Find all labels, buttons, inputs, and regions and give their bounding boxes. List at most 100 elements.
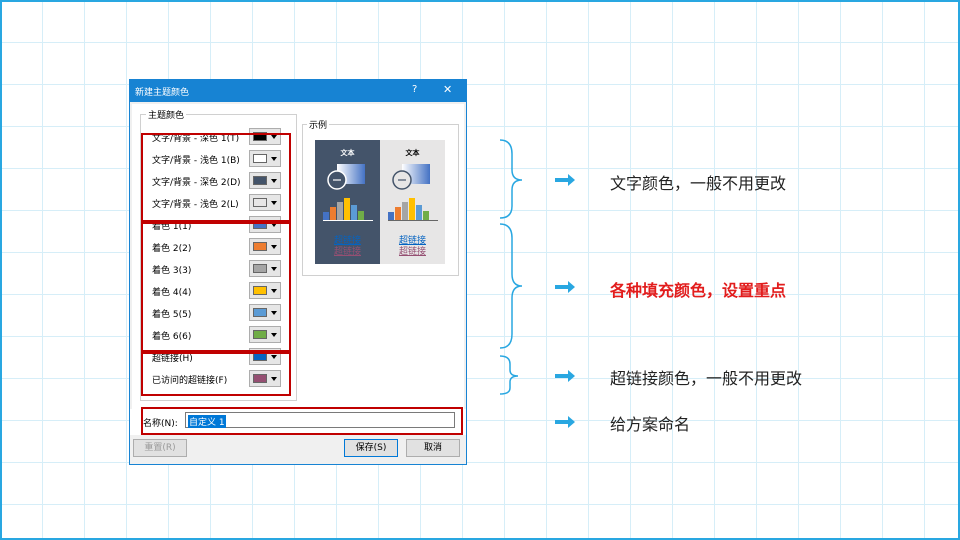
color-picker-button[interactable] [249,238,281,255]
preview-dark-visited-link: 超链接 [333,247,361,257]
name-input-value: 自定义 1 [188,415,226,428]
color-swatch [253,242,267,251]
color-picker-button[interactable] [249,194,281,211]
dropdown-arrow-icon [271,179,277,183]
name-input[interactable]: 自定义 1 [185,412,455,428]
dialog-titlebar: 新建主题颜色 ? ✕ [130,80,466,102]
chart-bar [416,205,422,220]
preview-legend: 示例 [307,118,330,131]
close-icon[interactable]: ✕ [443,83,453,96]
color-row-label: 着色 2(2) [152,244,192,254]
cancel-button[interactable]: 取消 [406,439,460,457]
arrow-icon [555,416,575,428]
preview-dark-chart [323,198,373,221]
color-swatch [253,132,267,141]
dropdown-arrow-icon [271,311,277,315]
preview-group [302,124,459,276]
chart-bar [358,211,364,220]
chart-bar [395,207,401,220]
color-row-label: 着色 6(6) [152,332,192,342]
new-theme-colors-dialog: 新建主题颜色 ? ✕ 主题颜色 文字/背景 - 深色 1(T)文字/背景 - 浅… [129,79,467,465]
dropdown-arrow-icon [271,355,277,359]
color-row-label: 着色 1(1) [152,222,192,232]
color-row: 文字/背景 - 浅色 1(B) [152,150,282,168]
save-button[interactable]: 保存(S) [344,439,398,457]
chart-bar [323,212,329,220]
chart-bar [388,212,394,220]
annotation-name: 给方案命名 [610,415,691,434]
color-picker-button[interactable] [249,128,281,145]
name-row: 名称(N): 自定义 1 [130,409,466,435]
color-row: 着色 2(2) [152,238,282,256]
brace-icons [499,139,523,395]
color-row-label: 文字/背景 - 深色 1(T) [152,134,240,144]
color-row: 文字/背景 - 深色 1(T) [152,128,282,146]
chart-bar [423,211,429,220]
dropdown-arrow-icon [271,223,277,227]
color-swatch [253,330,267,339]
preview-light-text: 文本 [405,149,420,157]
color-row-label: 文字/背景 - 深色 2(D) [152,178,241,188]
brace-icon [499,139,523,219]
color-picker-button[interactable] [249,260,281,277]
preview-dark-text: 文本 [340,149,355,157]
color-picker-button[interactable] [249,172,281,189]
color-swatch [253,154,267,163]
chart-bar [409,198,415,220]
color-row: 文字/背景 - 深色 2(D) [152,172,282,190]
color-swatch [253,176,267,185]
annotation-accent-colors: 各种填充颜色，设置重点 [610,281,787,300]
color-swatch [253,198,267,207]
color-swatch [253,286,267,295]
preview-light-hyperlink: 超链接 [398,236,426,246]
reset-button[interactable]: 重置(R) [133,439,187,457]
dropdown-arrow-icon [271,157,277,161]
color-row: 着色 5(5) [152,304,282,322]
preview-dark-shapes-icon [327,164,365,190]
preview-light-shapes-icon [392,164,430,190]
color-swatch [253,264,267,273]
preview-dark-hyperlink: 超链接 [333,236,361,246]
color-row-label: 着色 4(4) [152,288,192,298]
color-row-label: 着色 3(3) [152,266,192,276]
color-picker-button[interactable] [249,282,281,299]
chart-bar [337,202,343,220]
theme-colors-group [140,114,297,401]
dialog-title: 新建主题颜色 [135,88,190,98]
color-row: 已访问的超链接(F) [152,370,282,388]
accent-colors-frame [141,222,291,352]
preview-dark: 文本 超链接 超链接 [315,140,380,264]
dropdown-arrow-icon [271,289,277,293]
hyperlink-colors-frame [141,352,291,396]
color-picker-button[interactable] [249,326,281,343]
dropdown-arrow-icon [271,245,277,249]
help-icon[interactable]: ? [412,84,418,95]
dropdown-arrow-icon [271,201,277,205]
chart-bar [330,207,336,220]
name-label: 名称(N): [143,419,178,429]
chart-bar [351,205,357,220]
dropdown-arrow-icon [271,267,277,271]
color-row-label: 超链接(H) [152,354,193,364]
brace-icon [499,223,523,349]
color-picker-button[interactable] [249,370,281,387]
annotation-text-colors: 文字颜色，一般不用更改 [610,174,787,193]
color-row-label: 文字/背景 - 浅色 1(B) [152,156,240,166]
dialog-content: 主题颜色 文字/背景 - 深色 1(T)文字/背景 - 浅色 1(B)文字/背景… [132,104,464,434]
name-frame [141,407,463,435]
color-picker-button[interactable] [249,150,281,167]
chart-bar [344,198,350,220]
color-swatch [253,308,267,317]
color-row: 着色 3(3) [152,260,282,278]
dropdown-arrow-icon [271,377,277,381]
annotation-hyperlink-colors: 超链接颜色，一般不用更改 [610,369,803,388]
preview-light-chart [388,198,438,221]
color-row: 着色 6(6) [152,326,282,344]
arrow-icon [555,281,575,293]
color-swatch [253,374,267,383]
arrow-icon [555,370,575,382]
color-row: 文字/背景 - 浅色 2(L) [152,194,282,212]
color-picker-button[interactable] [249,304,281,321]
color-row: 着色 4(4) [152,282,282,300]
color-row-label: 着色 5(5) [152,310,192,320]
